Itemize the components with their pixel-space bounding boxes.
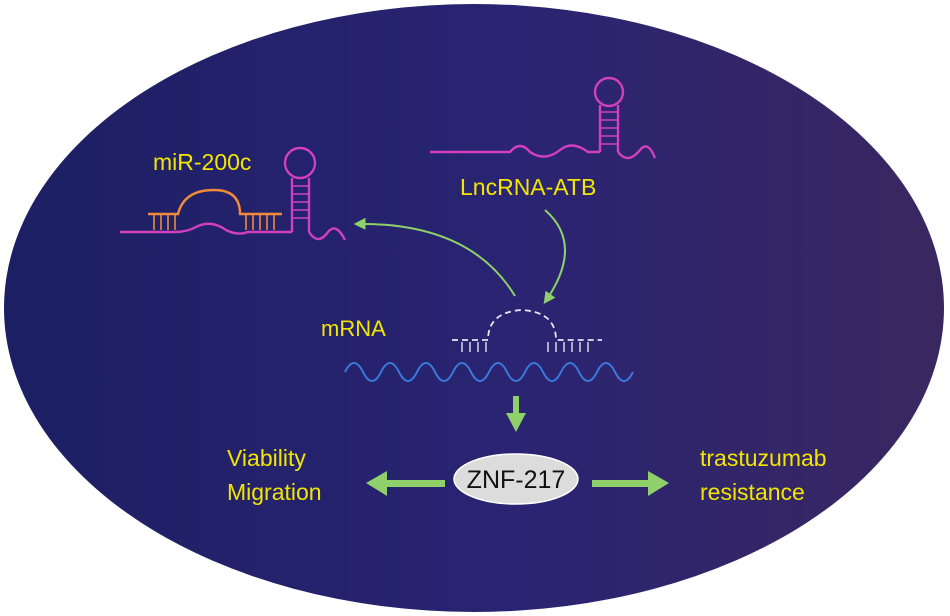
mirna-lncrna-complex bbox=[120, 146, 347, 241]
lncrna-label: LncRNA-ATB bbox=[460, 174, 596, 200]
dashed-mirna-on-mrna bbox=[452, 309, 602, 352]
migration-label: Migration bbox=[227, 479, 322, 505]
trastuzumab-label: trastuzumab bbox=[700, 445, 827, 471]
arrow-lncrna-to-mrna bbox=[543, 209, 566, 304]
thick-arrows bbox=[366, 396, 669, 496]
mrna-label: mRNA bbox=[321, 316, 386, 341]
background-ellipse bbox=[4, 4, 944, 612]
viability-label: Viability bbox=[227, 445, 306, 471]
mrna-strand bbox=[344, 362, 634, 382]
lncrna-atb-structure bbox=[430, 76, 657, 160]
arrow-mrna-to-mirna-complex bbox=[353, 217, 516, 297]
mirna-label: miR-200c bbox=[153, 149, 251, 175]
sponge-arrows bbox=[353, 209, 566, 304]
znf217-oval bbox=[453, 453, 579, 505]
resistance-label: resistance bbox=[700, 479, 805, 505]
protein-label: ZNF-217 bbox=[467, 466, 566, 494]
